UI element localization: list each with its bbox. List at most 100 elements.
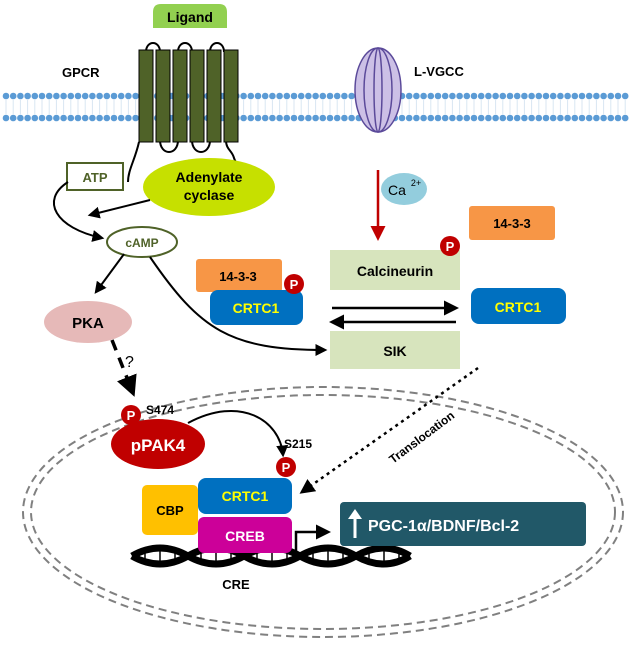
membrane-lipid-head: [247, 114, 255, 122]
sik: SIK: [330, 331, 460, 369]
membrane-lipid-head: [535, 114, 543, 122]
membrane-lipid-head: [427, 92, 435, 100]
cyclase-to-camp-arrow: [87, 199, 151, 219]
membrane-lipid-head: [31, 114, 39, 122]
up-arrow-icon-head: [348, 509, 362, 519]
membrane-lipid-head: [420, 92, 427, 100]
nucleus-inner-envelope: [30, 394, 616, 630]
membrane-lipid-head: [247, 92, 255, 100]
membrane-lipid-head: [326, 92, 334, 100]
membrane-lipid-head: [499, 114, 507, 122]
membrane-lipid-head: [110, 92, 118, 100]
crtc1-right-label: CRTC1: [495, 299, 542, 315]
atp-label: ATP: [82, 170, 107, 185]
calcineurin-label: Calcineurin: [357, 263, 433, 279]
membrane-lipid-head: [557, 114, 564, 122]
membrane-lipid-head: [549, 114, 557, 122]
membrane-lipid-head: [290, 114, 298, 122]
membrane-lipid-head: [621, 114, 629, 122]
phospho-circle-icon: P: [284, 274, 304, 294]
membrane-lipid-head: [513, 92, 521, 100]
crtc1-left: CRTC1: [210, 290, 303, 325]
phospho-circle-icon: P: [121, 405, 141, 425]
membrane-lipid-head: [348, 114, 355, 122]
ca-superscript: 2+: [411, 178, 421, 188]
membrane-lipid-head: [549, 92, 557, 100]
membrane-lipid-head: [110, 114, 118, 122]
membrane-lipid-head: [103, 92, 111, 100]
membrane-lipid-head: [456, 114, 463, 122]
membrane-lipid-head: [492, 114, 499, 122]
membrane-lipid-head: [17, 114, 24, 122]
nucleus-outer-envelope: [22, 386, 624, 638]
membrane-lipid-head: [53, 114, 60, 122]
membrane-lipid-head: [477, 92, 485, 100]
membrane-lipid-head: [81, 114, 89, 122]
membrane-lipid-head: [600, 114, 607, 122]
membrane-lipid-head: [60, 92, 67, 100]
membrane-lipid-head: [38, 92, 46, 100]
creb: CREB: [198, 517, 292, 553]
membrane-lipid-head: [449, 114, 456, 122]
camp-to-pka-arrow: [94, 253, 125, 294]
membrane-lipid-head: [305, 114, 312, 122]
membrane-lipid-head: [513, 114, 521, 122]
membrane-lipid-head: [89, 114, 96, 122]
l-vgcc-label: L-VGCC: [414, 64, 464, 79]
membrane-lipid-head: [542, 92, 550, 100]
membrane-lipid-head: [470, 92, 478, 100]
membrane-lipid-head: [319, 114, 327, 122]
fourteen-three-three-left-label: 14-3-3: [219, 269, 257, 284]
sik-label: SIK: [383, 343, 406, 359]
membrane-lipid-head: [117, 114, 125, 122]
camp: cAMP: [106, 226, 178, 258]
membrane-lipid-head: [578, 114, 586, 122]
membrane-lipid-head: [81, 92, 89, 100]
phospho-p-label: P: [290, 277, 299, 292]
target-genes-label: PGC-1α/BDNF/Bcl-2: [368, 518, 519, 535]
membrane-lipid-head: [326, 114, 334, 122]
membrane-lipid-head: [290, 92, 298, 100]
membrane-lipid-head: [125, 114, 132, 122]
membrane-lipid-head: [297, 92, 305, 100]
ligand-label: Ligand: [167, 9, 213, 25]
membrane-lipid-head: [441, 114, 449, 122]
calcium-ion: Ca 2+: [381, 173, 427, 205]
membrane-lipid-head: [499, 92, 507, 100]
membrane-lipid-head: [283, 114, 291, 122]
membrane-lipid-head: [449, 92, 456, 100]
membrane-lipid-head: [261, 114, 269, 122]
membrane-lipid-head: [132, 114, 139, 122]
membrane-lipid-head: [269, 92, 276, 100]
membrane-lipid-head: [578, 92, 586, 100]
membrane-lipid-head: [2, 114, 10, 122]
cbp: CBP: [142, 485, 198, 535]
phospho-circle-icon: P: [276, 457, 296, 477]
camp-label: cAMP: [125, 236, 158, 250]
membrane-lipid-head: [269, 114, 276, 122]
membrane-lipid-head: [312, 114, 319, 122]
membrane-lipid-head: [240, 114, 247, 122]
translocation-label: Translocation: [386, 408, 457, 466]
camp-to-sik-arrow: [149, 256, 328, 356]
membrane-lipid-head: [276, 92, 283, 100]
gpcr-receptor: [127, 42, 247, 183]
membrane-lipid-head: [614, 92, 622, 100]
membrane-lipid-head: [528, 114, 535, 122]
membrane-lipid-head: [254, 114, 262, 122]
membrane-lipid-head: [96, 92, 103, 100]
membrane-lipid-head: [53, 92, 60, 100]
gpcr-label: GPCR: [62, 65, 100, 80]
atp-box: ATP: [66, 162, 124, 191]
membrane-lipid-head: [557, 92, 564, 100]
membrane-lipid-head: [521, 92, 528, 100]
membrane-lipid-head: [477, 114, 485, 122]
membrane-lipid-head: [485, 114, 492, 122]
membrane-lipid-head: [103, 114, 111, 122]
membrane-lipid-head: [621, 92, 629, 100]
cell-membrane: [2, 92, 629, 122]
membrane-lipid-head: [456, 92, 463, 100]
ppak4: pPAK4: [111, 419, 205, 469]
atp-to-camp-arrow: [52, 181, 105, 242]
membrane-lipid-head: [24, 114, 31, 122]
